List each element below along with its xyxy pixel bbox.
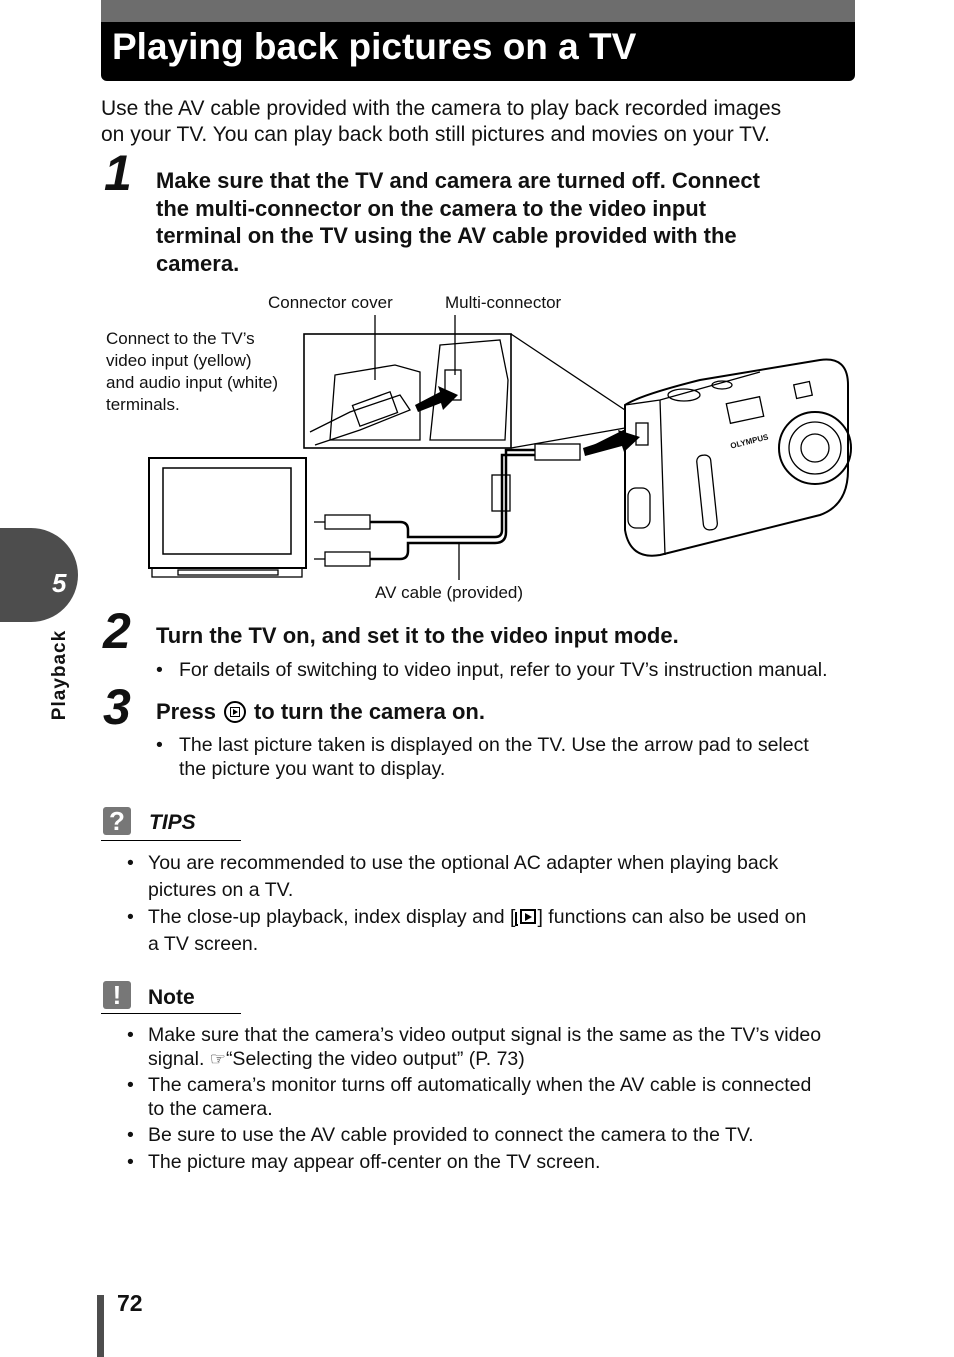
note-item-line: The camera’s monitor turns off automatic… (148, 1074, 812, 1096)
tv-screen (162, 467, 292, 555)
step-2-bullet: •For details of switching to video input… (156, 659, 828, 681)
step-2-text: Turn the TV on, and set it to the video … (156, 623, 679, 648)
label-tv-line-1: Connect to the TV’s (106, 329, 255, 348)
tips-heading: TIPS (149, 811, 196, 834)
note-item-line: to the camera. (148, 1097, 273, 1120)
cable-connector (534, 443, 581, 461)
title-stripe (101, 0, 855, 22)
inset-arrow (415, 386, 458, 412)
tv-base (151, 567, 303, 578)
chapter-tab (0, 528, 78, 622)
note-item-text: signal. (148, 1047, 205, 1070)
tips-item-line: The close-up playback, index display and… (148, 906, 516, 928)
tips-item-line: ] functions can also be used on (537, 906, 807, 928)
inset-box (303, 333, 512, 449)
intro-line-2: on your TV. You can play back both still… (101, 123, 770, 146)
page-title: Playing back pictures on a TV (112, 26, 637, 67)
note-item-line: Make sure that the camera’s video output… (148, 1024, 822, 1046)
tips-item: •The close-up playback, index display an… (127, 906, 807, 928)
step-3-text-before: Press (156, 699, 216, 724)
tips-icon: ? (103, 807, 131, 835)
step-1-line: camera. (156, 250, 240, 276)
label-connector-cover: Connector cover (268, 293, 393, 312)
note-item: •Make sure that the camera’s video outpu… (127, 1024, 822, 1046)
camera-body (624, 358, 849, 557)
connection-illustration (148, 315, 852, 580)
chapter-label: Playback (49, 629, 70, 721)
note-item-text: “Selecting the video output” (P. 73) (225, 1047, 525, 1070)
inset-pointer-bottom (510, 427, 626, 449)
intro-line-1: Use the AV cable provided with the camer… (101, 97, 782, 120)
note-item-line: signal. ☞“Selecting the video output” (P… (127, 1048, 821, 1072)
step-3-text: Press to turn the camera on. (156, 698, 485, 726)
note-icon: ! (103, 981, 131, 1009)
label-tv-line-2: video input (yellow) (106, 351, 252, 370)
tips-list: •You are recommended to use the optional… (127, 850, 806, 958)
step-1-line: terminal on the TV using the AV cable pr… (156, 223, 737, 248)
tips-item-line: a TV screen. (148, 933, 259, 955)
rca-plug-top (324, 514, 371, 530)
tv-body (148, 457, 307, 569)
step-1-number: 1 (104, 145, 132, 201)
inset-pointer-top (510, 333, 626, 411)
playback-button-icon (223, 700, 246, 723)
av-cable (370, 453, 535, 539)
note-item: •The camera’s monitor turns off automati… (127, 1074, 812, 1096)
label-multi-connector: Multi-connector (445, 293, 562, 312)
step-1-line: the multi-connector on the camera to the… (156, 195, 707, 221)
step-1-text: Make sure that the TV and camera are tur… (156, 167, 760, 277)
label-av-cable: AV cable (provided) (375, 583, 524, 602)
note-item: •Be sure to use the AV cable provided to… (127, 1124, 754, 1146)
tips-rule (101, 840, 241, 841)
note-list: •Make sure that the camera’s video outpu… (127, 1024, 821, 1174)
index-display-icon (515, 908, 537, 926)
note-rule (101, 1013, 241, 1014)
step-3-bullet-line-2: the picture you want to display. (179, 758, 446, 780)
step-3-bullet: •The last picture taken is displayed on … (156, 734, 809, 780)
step-1-line: Make sure that the TV and camera are tur… (156, 168, 760, 193)
note-item: •The picture may appear off-center on th… (127, 1150, 601, 1173)
label-tv-line-3: and audio input (white) (106, 373, 279, 392)
step-2-number: 2 (103, 603, 131, 659)
tips-item: •You are recommended to use the optional… (127, 852, 779, 874)
label-tv-line-4: terminals. (106, 395, 180, 414)
reference-hand-icon: ☞ (209, 1048, 226, 1069)
camera-lens (778, 411, 852, 485)
note-heading: Note (148, 986, 195, 1009)
step-3-bullet-line-1: The last picture taken is displayed on t… (179, 734, 809, 756)
tips-item-line: pictures on a TV. (148, 879, 294, 901)
footer-bar (97, 1295, 104, 1357)
step-3-text-after: to turn the camera on. (253, 699, 485, 724)
ferrite-core (491, 474, 511, 512)
chapter-number: 5 (52, 568, 67, 598)
rca-plug-bottom (324, 551, 371, 567)
note-item-line: Be sure to use the AV cable provided to … (148, 1124, 754, 1146)
note-item-line: The picture may appear off-center on the… (148, 1150, 601, 1173)
camera-arrow (583, 430, 640, 456)
step-2-bullet-text: For details of switching to video input,… (179, 659, 828, 681)
step-3-number: 3 (103, 679, 131, 735)
page-number: 72 (117, 1290, 143, 1316)
tips-item-line: You are recommended to use the optional … (148, 852, 779, 874)
